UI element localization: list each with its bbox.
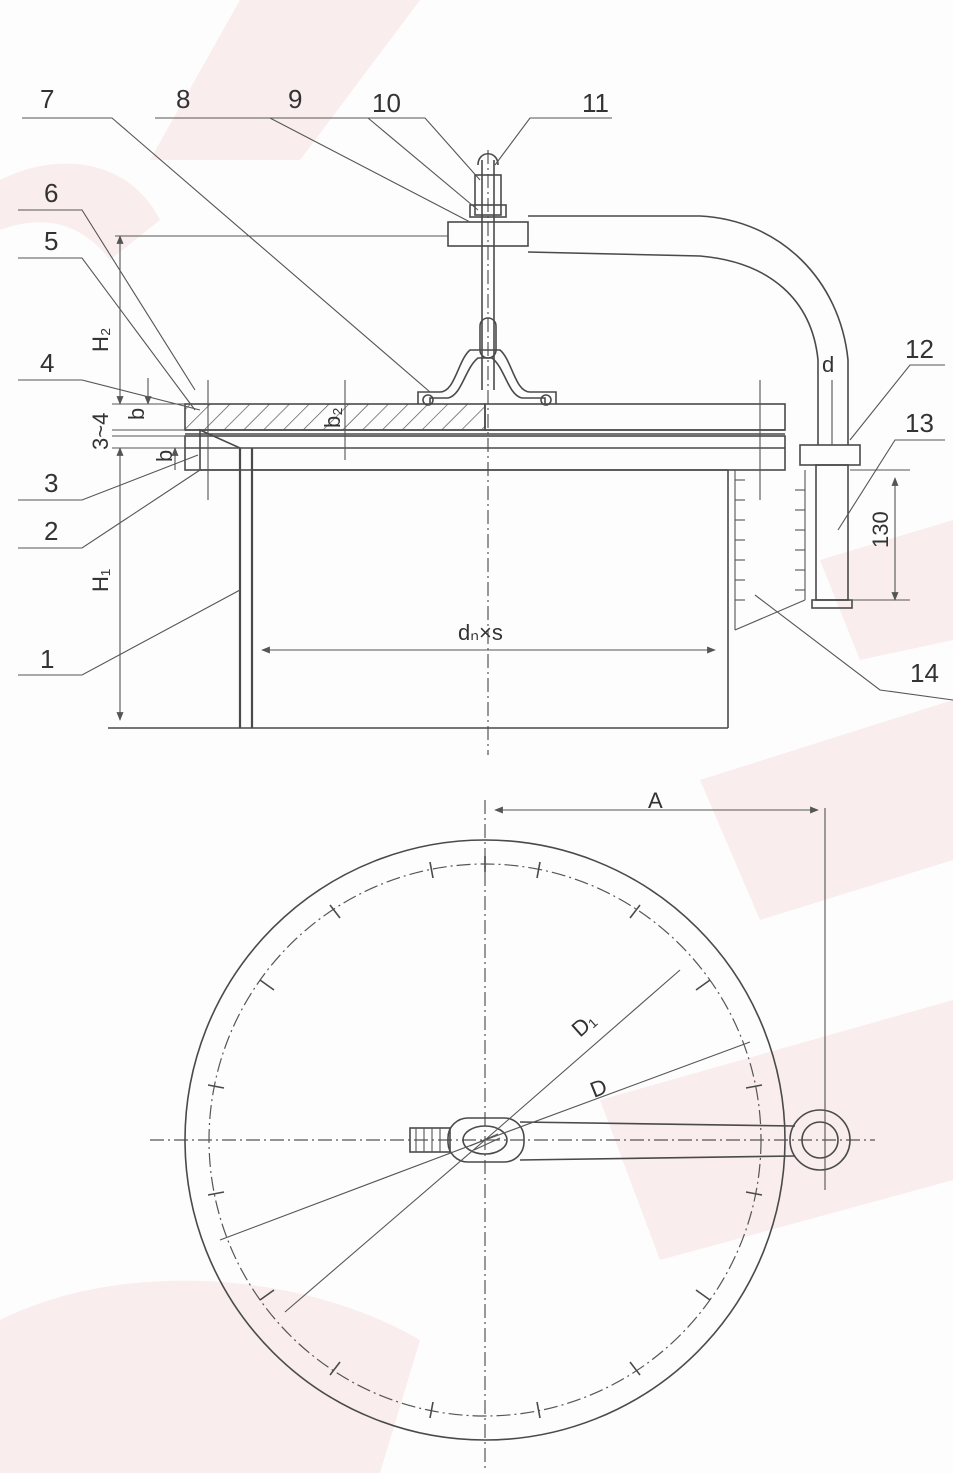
- dim-b2: b₂: [320, 407, 345, 428]
- dim-130: 130: [868, 511, 893, 548]
- part-label-2: 2: [44, 516, 58, 546]
- dim-b-bottom: b: [152, 450, 177, 462]
- dim-b-top: b: [124, 408, 149, 420]
- part-label-1: 1: [40, 644, 54, 674]
- part-label-10: 10: [372, 88, 401, 118]
- part-label-11: 11: [582, 88, 609, 118]
- part-label-12: 12: [905, 334, 934, 364]
- section-view: 7 8 9 10 11 6 5 4 3 2 1 12 13 14 H₂ H₁ b…: [18, 84, 953, 755]
- dim-d: d: [822, 352, 834, 377]
- part-label-3: 3: [44, 468, 58, 498]
- dim-h1: H₁: [88, 569, 113, 592]
- part-label-5: 5: [44, 226, 58, 256]
- dim-dn-s: dₙ×s: [458, 620, 503, 645]
- hinge-plate-ticks: [734, 470, 806, 631]
- part-label-6: 6: [44, 178, 58, 208]
- plan-view: A D₁ D: [150, 788, 875, 1470]
- dim-a: A: [648, 788, 663, 813]
- dim-h2: H₂: [88, 328, 113, 352]
- bolt-ticks: [207, 856, 763, 1419]
- part-label-9: 9: [288, 84, 302, 114]
- part-label-4: 4: [40, 348, 54, 378]
- part-label-8: 8: [176, 84, 190, 114]
- part-label-7: 7: [40, 84, 54, 114]
- part-label-14: 14: [910, 658, 939, 688]
- dim-d1: D₁: [567, 1008, 601, 1042]
- dim-gap: 3~4: [88, 413, 113, 450]
- part-label-13: 13: [905, 408, 934, 438]
